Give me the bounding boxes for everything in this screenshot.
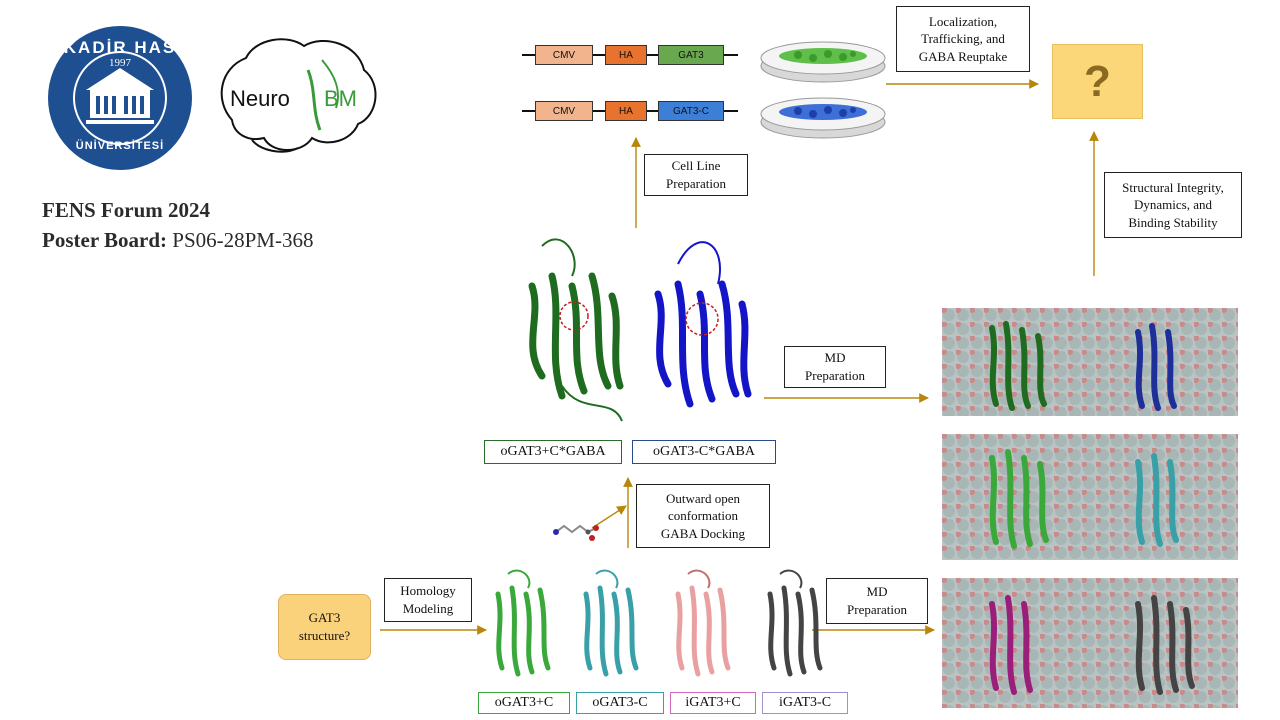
event-title: FENS Forum 2024 — [42, 198, 210, 222]
model-label-igat3-minus-c: iGAT3-C — [762, 692, 848, 714]
cell-culture-dish-green — [760, 41, 886, 83]
university-name-bottom: ÜNİVERSİTESİ — [75, 140, 165, 152]
poster-board: Poster Board: PS06-28PM-368 — [42, 228, 313, 253]
lab-logo-text-suffix: BM — [324, 86, 357, 111]
model-label-ogat3-minus-c: oGAT3-C — [576, 692, 664, 714]
ha-segment: HA — [605, 45, 647, 65]
model-label-igat3-plus-c: iGAT3+C — [670, 692, 756, 714]
docked-label-ogat3-minus-c: oGAT3-C*GABA — [632, 440, 776, 464]
ha-segment: HA — [605, 101, 647, 121]
gat3-structure-box: GAT3 structure? — [278, 594, 371, 660]
structural-box: Structural Integrity, Dynamics, and Bind… — [1104, 172, 1242, 238]
md-membrane-bottom — [942, 578, 1238, 708]
university-year: 1997 — [109, 57, 131, 69]
localization-box: Localization, Trafficking, and GABA Reup… — [896, 6, 1030, 72]
cell-culture-dish-blue — [760, 97, 886, 139]
protein-igat3-plus-c-model — [675, 569, 731, 677]
model-label-ogat3-plus-c: oGAT3+C — [478, 692, 570, 714]
protein-ogat3-minus-c-model — [583, 569, 639, 677]
neurocbm-logo: Neuro BM — [212, 30, 382, 165]
question-box: ? — [1052, 44, 1143, 119]
lab-logo-text: Neuro — [230, 86, 290, 111]
university-name-top: KADİR HAS — [63, 38, 177, 57]
cell-line-box: Cell Line Preparation — [644, 154, 748, 196]
gat3c-segment: GAT3-C — [658, 101, 724, 121]
question-mark-icon: ? — [1084, 56, 1111, 106]
protein-ogat3-minus-c-docked — [654, 241, 752, 408]
cmv-segment: CMV — [535, 45, 593, 65]
md-membrane-top — [942, 308, 1238, 416]
poster-board-id: PS06-28PM-368 — [167, 228, 314, 252]
docked-label-ogat3-plus-c: oGAT3+C*GABA — [484, 440, 622, 464]
docking-box: Outward open conformation GABA Docking — [636, 484, 770, 548]
protein-igat3-minus-c-model — [767, 569, 823, 677]
cmv-segment: CMV — [535, 101, 593, 121]
protein-ogat3-plus-c-docked — [528, 238, 624, 422]
poster-board-label: Poster Board: — [42, 228, 168, 252]
md-prep-top-box: MD Preparation — [784, 346, 886, 388]
md-prep-bottom-box: MD Preparation — [826, 578, 928, 624]
protein-ogat3-plus-c-model — [495, 569, 551, 677]
md-membrane-middle — [942, 434, 1238, 560]
gaba-molecule-icon — [553, 524, 599, 541]
homology-box: Homology Modeling — [384, 578, 472, 622]
university-logo: KADİR HAS 1997 ÜNİVERSİTESİ — [46, 24, 194, 172]
gat3-segment: GAT3 — [658, 45, 724, 65]
